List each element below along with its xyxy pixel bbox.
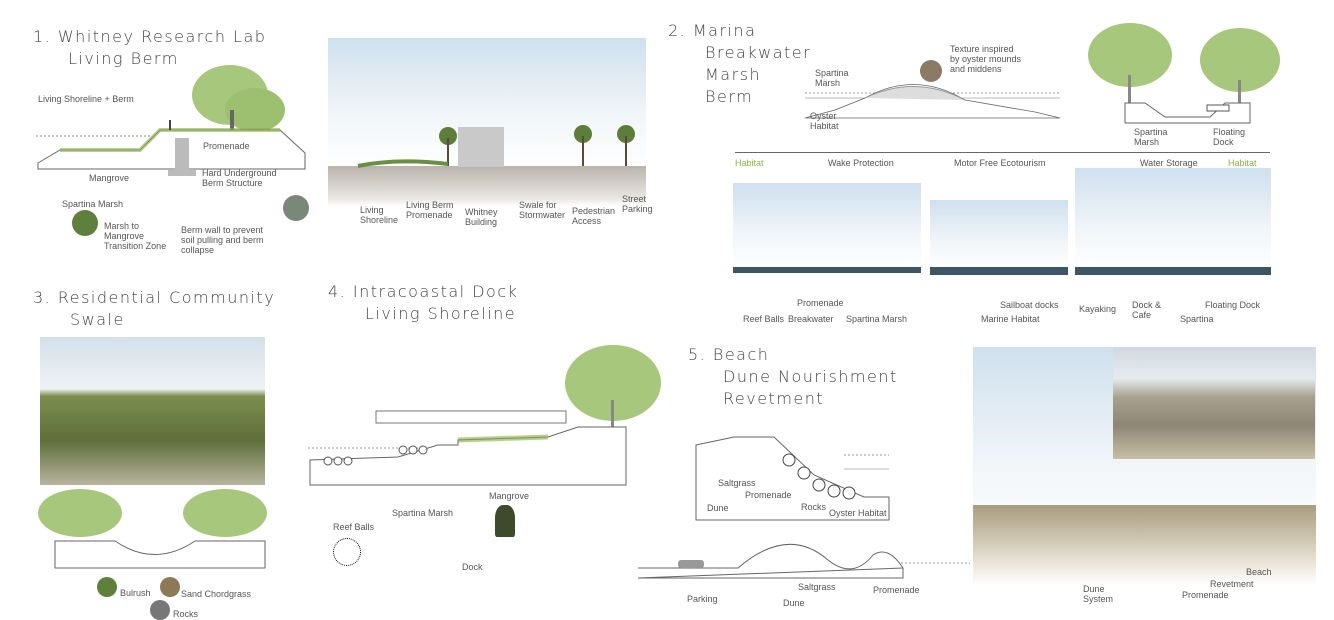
s3-title-sub: Swale <box>70 310 125 329</box>
s2-title-2: Breakwater <box>705 43 812 62</box>
s5-label-saltgrass: Saltgrass <box>718 478 756 488</box>
s2-render-labels-label: Reef Balls <box>743 314 785 324</box>
s2-label-spartina2: Spartina Marsh <box>1134 127 1168 147</box>
s1-render-labels-label: Swale for Stormwater <box>519 200 566 220</box>
s2-render-labels-label: Floating Dock <box>1205 300 1261 310</box>
s1-title: 1. Whitney Research Lab <box>33 27 267 46</box>
s2-title-1: 2. Marina <box>668 21 757 40</box>
s2-render-labels-label: Spartina <box>1180 314 1214 324</box>
s5-boardwalk-photo <box>1113 347 1315 459</box>
s4-title: 4. Intracoastal Dock <box>328 282 519 301</box>
s1-subtitle: Living Shoreline + Berm <box>38 94 134 104</box>
s2-label-oyster: Oyster Habitat <box>810 111 839 131</box>
s5-label-parking: Parking <box>687 594 718 604</box>
s2-render-3-water <box>1075 267 1271 275</box>
s1-render-labels-label: Whitney Building <box>465 207 498 227</box>
s2-render-2 <box>930 200 1068 272</box>
s4-label-spartina: Spartina Marsh <box>392 508 454 518</box>
s2-label-floating: Floating Dock <box>1213 127 1246 147</box>
s1-label-berm-wall: Berm wall to prevent soil pulling and be… <box>181 225 264 255</box>
s1-render-labels-label: Street Parking <box>622 194 653 214</box>
axis-habitat-left: Habitat <box>735 158 764 168</box>
s5-dune-drawing <box>637 543 970 579</box>
s2-render-labels-label: Dock & Cafe <box>1132 300 1162 320</box>
axis-wake: Wake Protection <box>828 158 894 168</box>
s5-label-promenade3: Promenade <box>1182 590 1229 600</box>
s1-render-labels-label: Living Berm Promenade <box>406 200 454 220</box>
s2-render-labels-label: Promenade <box>797 298 844 308</box>
s3-label-bulrush: Bulrush <box>120 588 151 598</box>
oyster-texture-photo <box>920 60 942 82</box>
s2-render-1 <box>733 183 921 271</box>
berm-photo <box>283 195 309 221</box>
s2-render-labels-label: Marine Habitat <box>981 314 1040 324</box>
s2-label-spartina: Spartina Marsh <box>815 68 849 88</box>
s5-title-3: Revetment <box>723 389 825 408</box>
s5-label-dune: Dune <box>707 503 729 513</box>
s5-label-beach: Beach <box>1246 567 1272 577</box>
s2-label-texture: Texture inspired by oyster mounds and mi… <box>950 44 1022 74</box>
bulrush-photo <box>97 577 117 597</box>
sand-chordgrass-photo <box>160 577 180 597</box>
s1-label-marsh-zone: Marsh to Mangrove Transition Zone <box>104 221 167 251</box>
s2-render-labels-label: Sailboat docks <box>1000 300 1059 310</box>
axis-motor: Motor Free Ecotourism <box>954 158 1046 168</box>
s1-rendering-ground <box>328 166 646 206</box>
s3-label-sand: Sand Chordgrass <box>181 589 252 599</box>
s1-section-drawing <box>36 65 306 176</box>
s1-title-sub: Living Berm <box>68 49 179 68</box>
s5-title-2: Dune Nourishment <box>723 367 898 386</box>
s5-label-saltgrass2: Saltgrass <box>798 582 836 592</box>
s2-breakwater-drawing <box>804 84 1061 119</box>
s2-trees <box>1088 23 1280 124</box>
s2-axis-line <box>735 152 1270 153</box>
s1-render-labels-label: Pedestrian Access <box>572 206 616 226</box>
s2-render-2-water <box>930 267 1068 275</box>
axis-water: Water Storage <box>1140 158 1198 168</box>
s5-label-revetment: Revetment <box>1210 579 1254 589</box>
s5-revetment-drawing <box>695 436 890 521</box>
swale-photo <box>40 337 265 485</box>
s2-render-labels-label: Breakwater <box>788 314 834 324</box>
s2-render-labels-label: Kayaking <box>1079 304 1117 314</box>
reef-balls-icon <box>333 538 361 566</box>
s4-dock-drawing <box>308 345 661 486</box>
s5-title: 5. Beach <box>688 345 770 364</box>
s4-label-reef: Reef Balls <box>333 522 375 532</box>
s5-label-oyster: Oyster Habitat <box>829 508 887 518</box>
whitney-building <box>458 127 504 167</box>
s2-render-labels-label: Spartina Marsh <box>846 314 908 324</box>
s4-label-mangrove: Mangrove <box>489 491 530 501</box>
s3-title: 3. Residential Community <box>33 288 276 307</box>
s1-render-labels-label: Living Shoreline <box>360 205 399 225</box>
s5-label-rocks: Rocks <box>801 502 827 512</box>
s2-title-4: Berm <box>705 87 754 106</box>
s2-title-3: Marsh <box>705 65 762 84</box>
s1-label-hard: Hard Underground Berm Structure <box>202 168 277 188</box>
s5-beach-sand <box>973 505 1316 585</box>
s1-label-mangrove: Mangrove <box>89 173 130 183</box>
s1-label-promenade: Promenade <box>203 141 250 151</box>
s5-label-promenade: Promenade <box>745 490 792 500</box>
s4-title-sub: Living Shoreline <box>365 304 517 323</box>
s4-label-dock: Dock <box>462 562 483 572</box>
s5-label-promenade2: Promenade <box>873 585 920 595</box>
s3-label-rocks: Rocks <box>173 609 199 619</box>
s1-palms <box>357 125 635 168</box>
s2-render-1-water <box>733 267 921 273</box>
s5-label-dune-system: Dune System <box>1083 584 1114 604</box>
s2-render-3 <box>1075 168 1271 272</box>
s5-label-dune2: Dune <box>783 598 805 608</box>
marsh-photo <box>72 210 98 236</box>
axis-habitat-right: Habitat <box>1228 158 1257 168</box>
rocks-photo <box>150 600 170 620</box>
s3-swale-drawing <box>38 489 267 569</box>
s1-label-spartina: Spartina Marsh <box>62 199 124 209</box>
mangrove-icon <box>495 505 515 537</box>
